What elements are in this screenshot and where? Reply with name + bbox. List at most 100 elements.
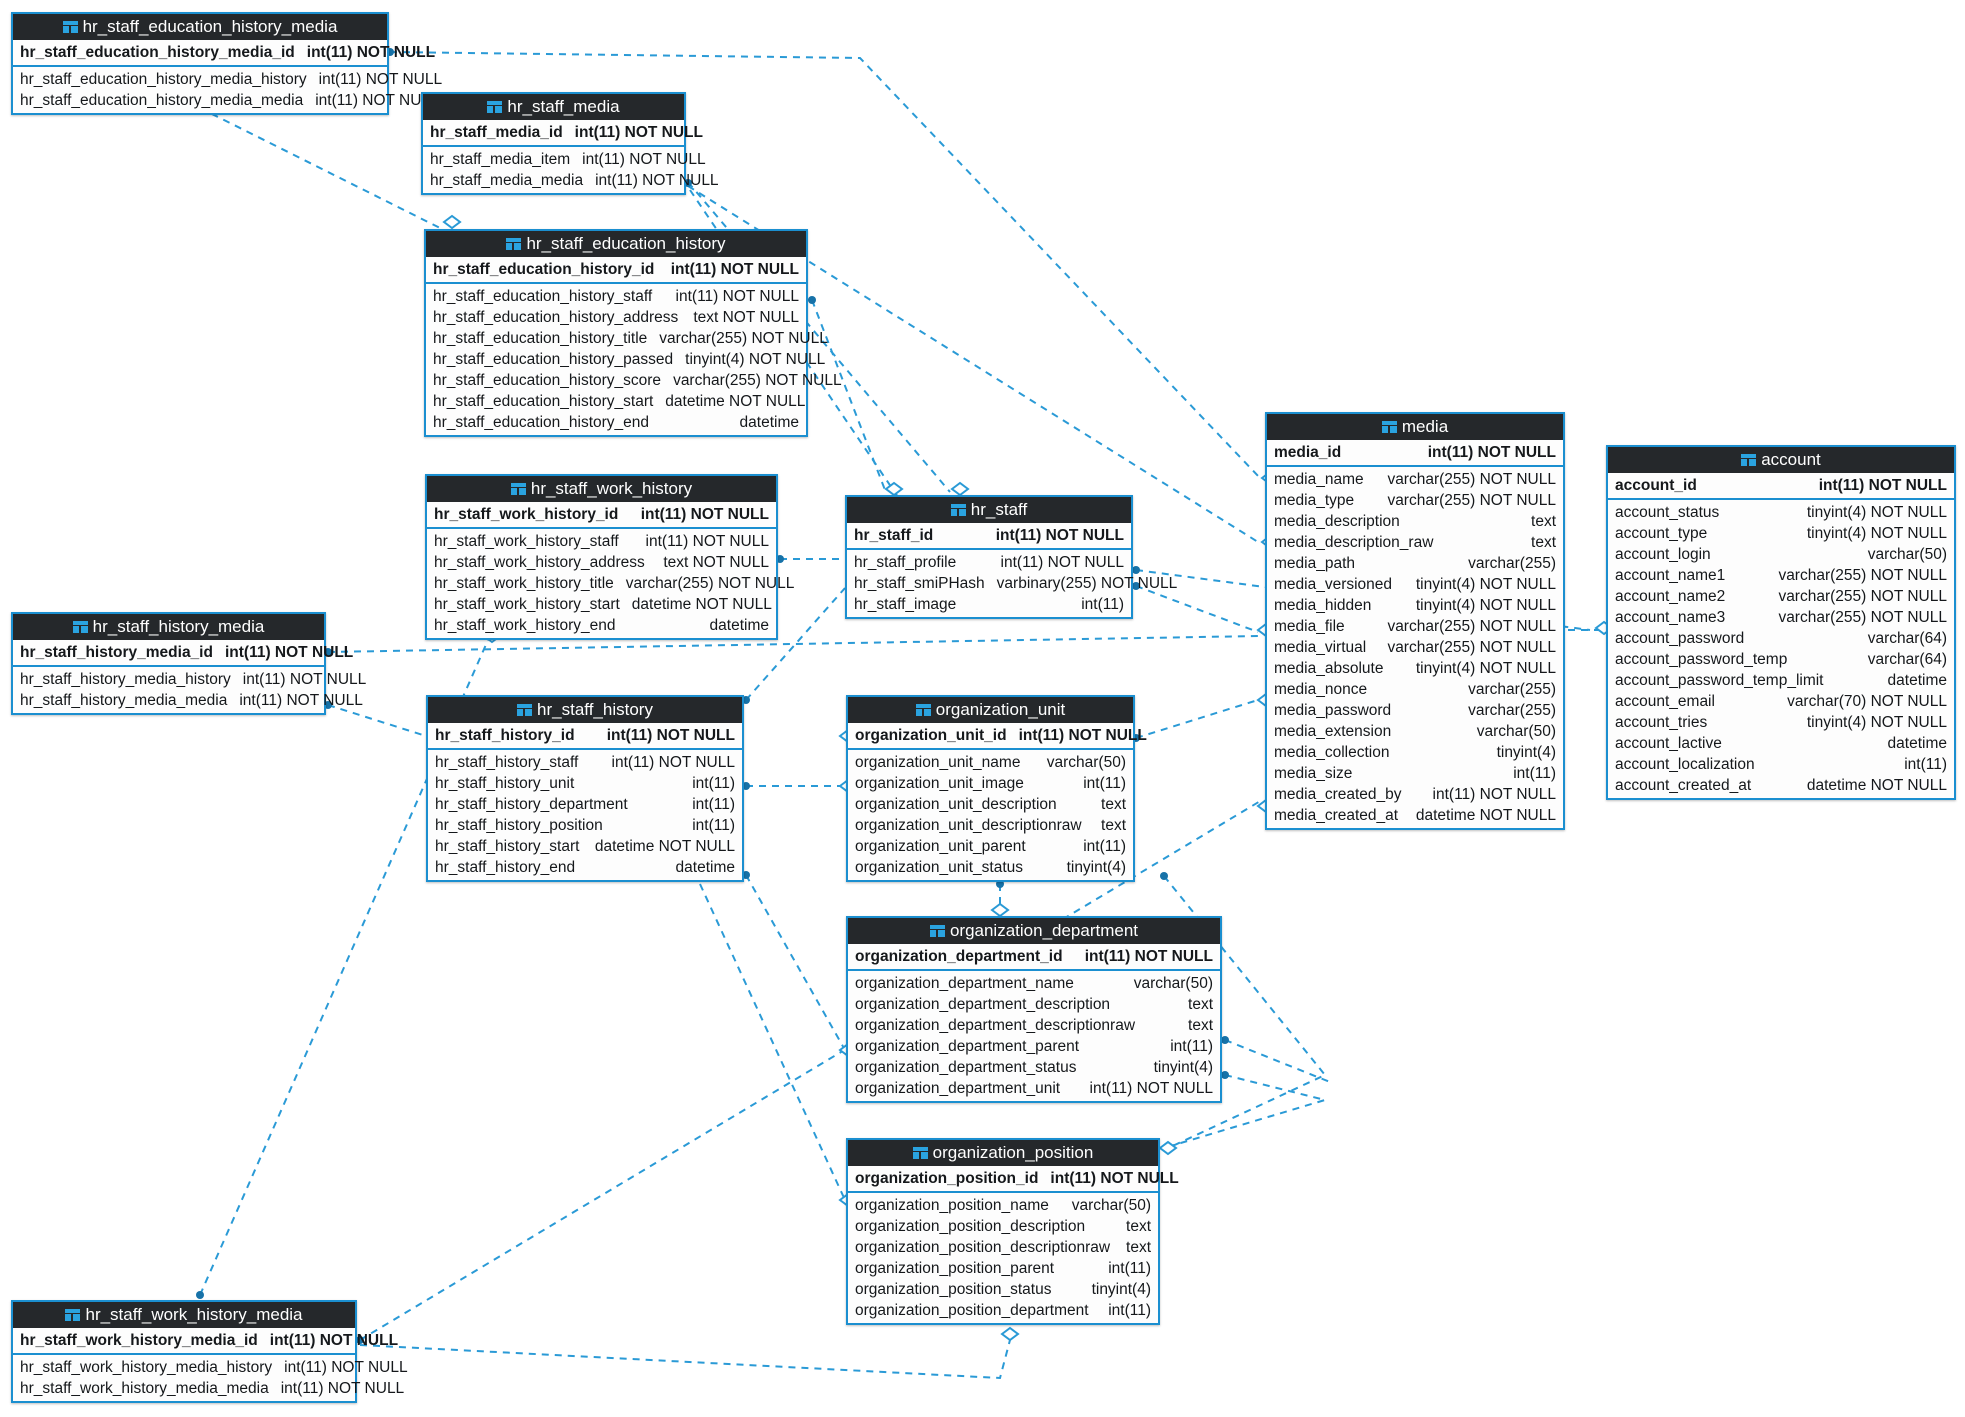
entity-header[interactable]: media <box>1267 414 1563 440</box>
entity-header[interactable]: hr_staff_work_history <box>427 476 776 502</box>
entity-header[interactable]: hr_staff <box>847 497 1131 523</box>
entity-header[interactable]: hr_staff_education_history_media <box>13 14 387 40</box>
entity-header[interactable]: hr_staff_history <box>428 697 742 723</box>
entity-header[interactable]: organization_department <box>848 918 1220 944</box>
entity-header[interactable]: hr_staff_media <box>423 94 684 120</box>
entity-header[interactable]: hr_staff_history_media <box>13 614 324 640</box>
entity-header[interactable]: organization_unit <box>848 697 1133 723</box>
column-row[interactable]: hr_staff_education_history_media_history… <box>13 69 442 90</box>
entity-header[interactable]: organization_position <box>848 1140 1158 1166</box>
entity-header[interactable]: hr_staff_work_history_media <box>13 1302 355 1328</box>
